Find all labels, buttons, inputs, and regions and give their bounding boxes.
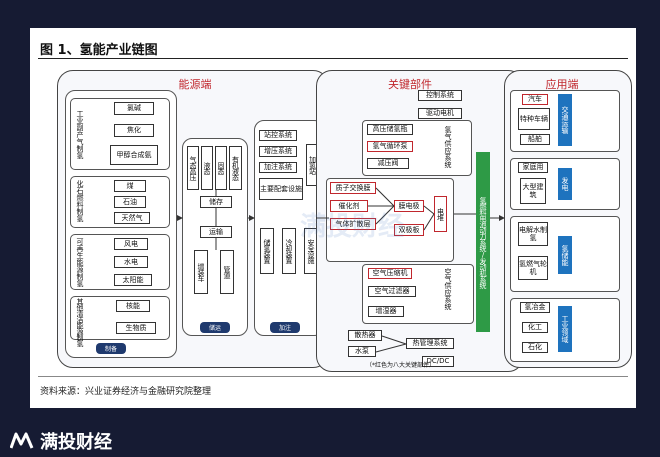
source-note: 资料来源：兴业证券经济与金融研究院整理: [40, 387, 212, 397]
h2supply-item-3: 减压阀: [367, 158, 409, 169]
storage-form-3: 固态: [215, 146, 227, 190]
filling-sub-1: 储氢装置: [260, 228, 274, 274]
energy-header: 能源端: [178, 78, 212, 91]
brand-name: 满投财经: [40, 432, 112, 453]
industry-app-item-1: 氢冶金: [520, 302, 550, 313]
storage-label: 储运: [200, 322, 230, 333]
transport-app-item-1: 汽车: [522, 94, 548, 105]
filling-item-3: 加注系统: [259, 162, 297, 173]
connector-lines: [177, 187, 505, 353]
industrial-item-2: 焦化: [114, 124, 154, 137]
fuel-cell-system-bar: 氢燃料电池动力系统/发动机系统: [476, 152, 490, 332]
renewable-item-2: 水电: [114, 256, 148, 268]
transport-item-2: 管道: [220, 250, 234, 294]
filling-item-2: 增压系统: [259, 146, 297, 157]
control-system-box: 控制系统: [418, 90, 462, 101]
source-divider: [38, 376, 628, 377]
renewable-item-1: 风电: [114, 238, 148, 250]
filling-sub-2: 冷却装置: [282, 228, 296, 274]
industrial-item-1: 氯碱: [114, 102, 154, 115]
renewable-item-3: 太阳能: [114, 274, 152, 286]
apps-header: 应用端: [545, 78, 579, 91]
industry-app-item-3: 石化: [522, 342, 548, 353]
slide: 图 1、氢能产业链图 能源端 制备 工业副产气制氢 氯碱 焦化 甲醇合成氨 化石…: [30, 28, 636, 408]
storage-app-label: 氢储能: [558, 236, 572, 274]
thermal-item-2: 水泵: [348, 346, 376, 357]
thermal-box: 热管理系统: [406, 338, 454, 349]
title-divider: [38, 58, 628, 59]
storage-app-item-1: 电解水制氢: [518, 222, 548, 246]
renewable-label: 可再生能源制氢: [76, 238, 84, 287]
mea-item-1: 质子交换膜: [330, 182, 376, 194]
air-label: 空气供应系统: [444, 268, 452, 310]
other-item-2: 生物质: [116, 322, 156, 334]
mea-item-2: 催化剂: [330, 200, 368, 212]
storage-form-2: 液态: [201, 146, 213, 190]
storage-store-box: 储存: [200, 196, 232, 208]
transport-app-item-3: 船舶: [520, 134, 550, 145]
parts-note: （*红色为八大关键部件）: [366, 362, 436, 369]
mea-box: 膜电极: [394, 200, 424, 212]
power-app-item-2: 大型建筑: [520, 178, 546, 204]
industry-app-item-2: 化工: [522, 322, 548, 333]
other-label: 其他清洁能源制氢: [76, 298, 84, 346]
stack-box: 电堆: [434, 196, 447, 232]
industrial-label: 工业副产气制氢: [76, 110, 84, 159]
drive-motor-box: 驱动电机: [418, 108, 462, 119]
fossil-item-1: 煤: [114, 180, 146, 192]
power-app-label: 发电: [558, 168, 572, 200]
storage-form-1: 气态高压: [187, 146, 199, 190]
dcdc-box: DC/DC: [422, 356, 454, 367]
figure-title: 图 1、氢能产业链图: [40, 43, 158, 58]
production-label: 制备: [96, 343, 126, 354]
filling-item-1: 站控系统: [259, 130, 297, 141]
h2supply-label: 氢气供应系统: [444, 126, 452, 168]
storage-transport-box: 运输: [200, 226, 232, 238]
mea-item-3: 气体扩散层: [330, 218, 376, 230]
air-item-2: 空气过滤器: [368, 286, 416, 297]
fossil-item-3: 天然气: [114, 212, 150, 224]
h2supply-item-2: 氢气循环泵: [367, 141, 413, 152]
storage-form-4: 有机液态: [229, 146, 242, 190]
thermal-item-1: 散热器: [348, 330, 382, 341]
transport-item-1: 增装车: [194, 250, 208, 294]
industry-app-label: 工业领域: [558, 306, 572, 352]
other-item-1: 核能: [116, 300, 150, 312]
filling-label: 加注: [270, 322, 300, 333]
air-item-3: 增湿器: [368, 306, 404, 317]
air-item-1: 空气压缩机: [368, 268, 412, 279]
power-app-item-1: 家庭用: [518, 162, 548, 173]
fossil-item-2: 石油: [114, 196, 146, 208]
h2supply-item-1: 高压储氢瓶: [367, 124, 413, 135]
fossil-label: 化石燃料制氢: [76, 180, 84, 222]
filling-item-4: 主要配套设施: [259, 178, 303, 200]
bipolar-box: 双极板: [394, 224, 424, 236]
watermark: 满投财经: [300, 212, 405, 242]
storage-app-item-2: 氢燃气轮机: [518, 256, 548, 280]
industrial-item-3: 甲醇合成氨: [110, 145, 158, 165]
brand-logo-icon: [9, 428, 34, 450]
parts-header: 关键部件: [388, 78, 432, 91]
transport-app-item-2: 特种车辆: [518, 108, 550, 130]
transport-app-label: 交通运输: [558, 94, 572, 146]
